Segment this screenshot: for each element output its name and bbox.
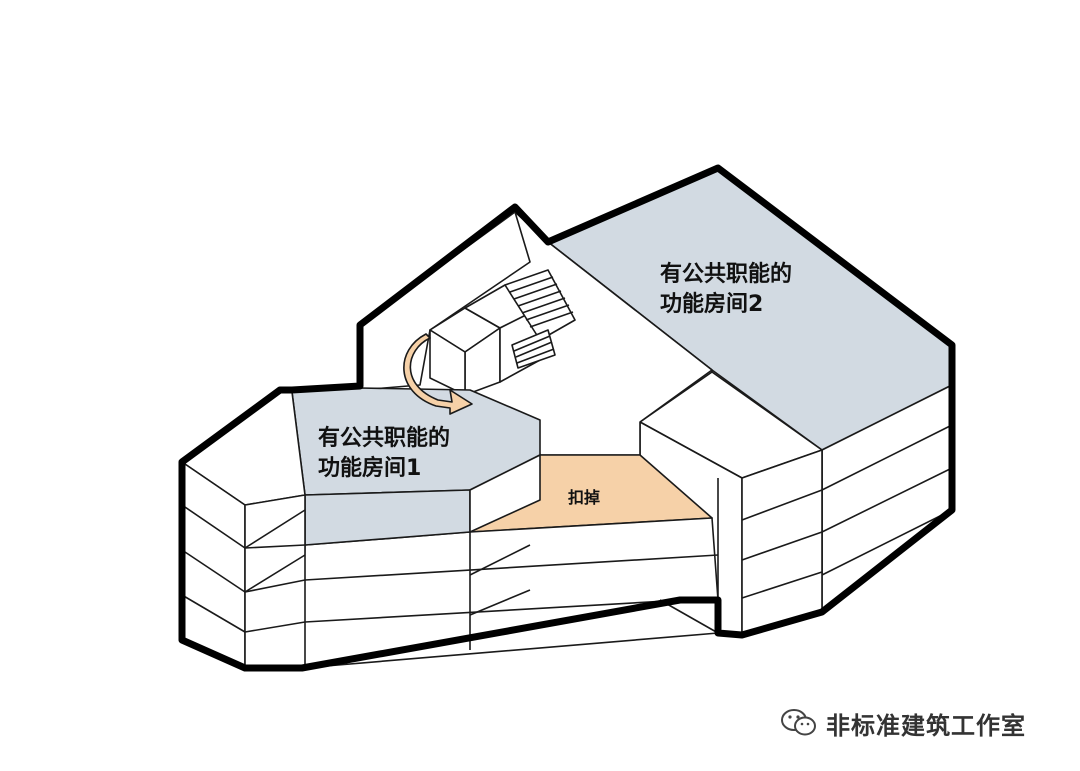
left-wing: [182, 392, 305, 668]
room2-label: 有公共职能的 功能房间2: [660, 260, 792, 320]
room1-label-line1: 有公共职能的: [318, 424, 450, 454]
room2-label-line1: 有公共职能的: [660, 260, 792, 290]
watermark: 非标准建筑工作室: [780, 706, 1026, 740]
room1-label: 有公共职能的 功能房间1: [318, 424, 450, 484]
wechat-icon: [780, 708, 818, 738]
room1-label-line2: 功能房间1: [318, 454, 450, 484]
front-right-front: [742, 450, 822, 635]
watermark-text: 非标准建筑工作室: [826, 706, 1026, 741]
room2-label-line2: 功能房间2: [660, 290, 792, 320]
cut-label: 扣掉: [568, 484, 600, 508]
